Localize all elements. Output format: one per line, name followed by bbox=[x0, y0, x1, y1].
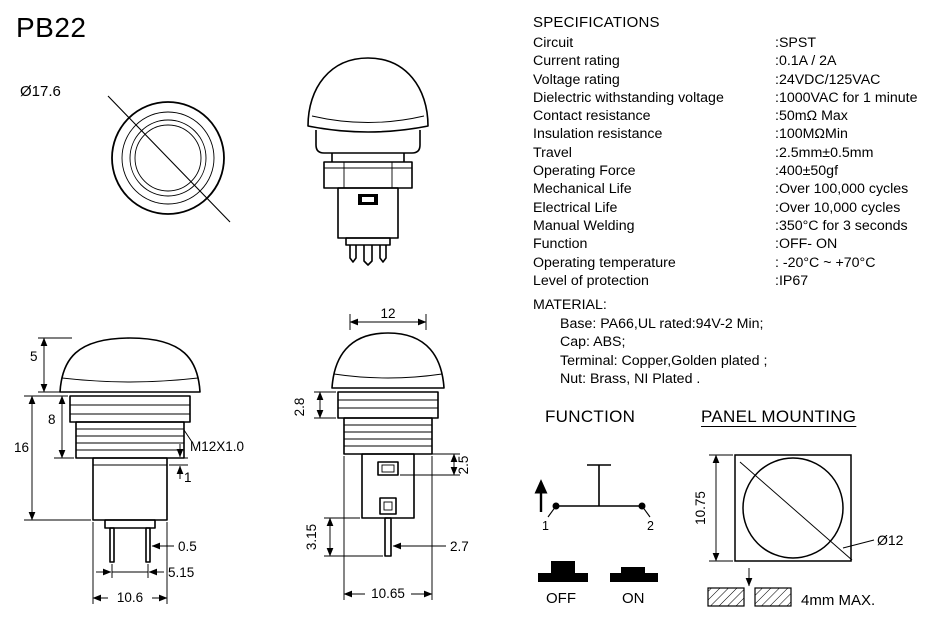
function-diagram: 1 2 OFF ON bbox=[534, 464, 658, 607]
dim-hole-diameter: Ø12 bbox=[877, 532, 904, 548]
dim-pin-length: 3.15 bbox=[304, 524, 319, 550]
spec-row-insulation-resistance: Insulation resistance:100MΩMin bbox=[533, 126, 848, 143]
panel-cutout bbox=[734, 454, 875, 562]
switch-outline bbox=[331, 332, 445, 557]
button-top-view-circles bbox=[107, 95, 231, 223]
terminal-2-label: 2 bbox=[647, 519, 654, 533]
panel-mounting-drawing: 10.75 Ø12 4mm MAX. bbox=[693, 454, 904, 609]
switch-schematic bbox=[534, 464, 651, 518]
dim-hole-height: 10.75 bbox=[693, 491, 708, 525]
dim-pin-pitch: 5.15 bbox=[168, 565, 194, 580]
spec-row-contact-resistance: Contact resistance:50mΩ Max bbox=[533, 108, 848, 125]
side-view-left-drawing: 5 8 16 M12X1.0 1 0.5 5.15 10.6 bbox=[14, 337, 244, 605]
dim-nut-height: 8 bbox=[48, 412, 56, 427]
thread-section bbox=[343, 417, 433, 455]
mounting-hole bbox=[742, 457, 844, 559]
dim-pin-offset: 2.7 bbox=[450, 539, 469, 554]
thread-section bbox=[75, 421, 185, 459]
material-section: MATERIAL: Base: PA66,UL rated:94V-2 Min;… bbox=[533, 296, 767, 389]
dim-top-width: 12 bbox=[380, 306, 395, 321]
spec-row-protection-level: Level of protection:IP67 bbox=[533, 272, 809, 289]
switch-outline bbox=[59, 337, 201, 563]
spec-row-circuit: Circuit:SPST bbox=[533, 35, 816, 51]
panel-mounting-heading: PANEL MOUNTING bbox=[701, 407, 857, 426]
dim-body-height: 16 bbox=[14, 440, 29, 455]
state-off-label: OFF bbox=[546, 590, 576, 607]
material-heading: MATERIAL: bbox=[533, 297, 607, 313]
dimension-lines bbox=[314, 314, 460, 600]
button-off-icon bbox=[538, 561, 588, 582]
spec-row-voltage-rating: Voltage rating:24VDC/125VAC bbox=[533, 71, 881, 88]
thread-label: M12X1.0 bbox=[190, 439, 244, 454]
dimension-lines bbox=[24, 337, 193, 604]
panel-cross-section bbox=[707, 587, 792, 607]
function-heading: FUNCTION bbox=[545, 407, 636, 426]
spec-row-electrical-life: Electrical Life:Over 10,000 cycles bbox=[533, 199, 901, 216]
terminal-pin bbox=[379, 245, 387, 263]
front-view-drawing bbox=[307, 57, 429, 266]
dim-top-diameter: Ø17.6 bbox=[20, 83, 61, 100]
specifications-section: SPECIFICATIONS Circuit:SPST Current rati… bbox=[533, 14, 941, 290]
spec-row-mechanical-life: Mechanical Life:Over 100,000 cycles bbox=[533, 181, 909, 198]
state-on-label: ON bbox=[622, 590, 645, 607]
terminal-pin bbox=[349, 245, 357, 263]
material-line-terminal: Terminal: Copper,Golden plated ; bbox=[560, 352, 768, 369]
top-view-drawing: Ø17.6 bbox=[20, 83, 231, 223]
terminal-pin bbox=[384, 517, 392, 557]
material-line-nut: Nut: Brass, NI Plated . bbox=[560, 371, 701, 387]
terminal-1-label: 1 bbox=[542, 519, 549, 533]
dim-step: 1 bbox=[184, 470, 192, 485]
dim-a: 2.8 bbox=[292, 398, 307, 417]
material-line-base: Base: PA66,UL rated:94V-2 Min; bbox=[560, 315, 764, 332]
material-line-cap: Cap: ABS; bbox=[560, 334, 626, 350]
dim-body-width: 10.6 bbox=[117, 590, 143, 605]
dim-cap-height: 5 bbox=[30, 349, 38, 364]
terminal-pin bbox=[109, 527, 115, 563]
dimension-lines bbox=[709, 454, 753, 587]
spec-row-operating-force: Operating Force:400±50gf bbox=[533, 163, 839, 180]
page-title: PB22 bbox=[16, 12, 87, 43]
terminal-pin bbox=[363, 245, 373, 266]
dim-b: 2.5 bbox=[456, 456, 471, 475]
spec-row-travel: Travel:2.5mm±0.5mm bbox=[533, 144, 874, 161]
spec-row-current-rating: Current rating:0.1A / 2A bbox=[533, 53, 837, 70]
spec-row-manual-welding: Manual Welding:350°C for 3 seconds bbox=[533, 217, 908, 234]
indicator-window bbox=[377, 461, 399, 476]
dim-pin-width: 0.5 bbox=[178, 539, 197, 554]
spec-row-dielectric: Dielectric withstanding voltage:1000VAC … bbox=[533, 89, 918, 106]
dim-body-width: 10.65 bbox=[371, 586, 405, 601]
button-front-outline bbox=[307, 57, 429, 266]
terminal-pin bbox=[145, 527, 151, 563]
side-view-middle-drawing: 12 2.8 2.5 3.15 2.7 10.65 bbox=[292, 306, 471, 601]
button-on-icon bbox=[610, 567, 658, 582]
specifications-heading: SPECIFICATIONS bbox=[533, 14, 660, 31]
panel-thickness-label: 4mm MAX. bbox=[801, 592, 875, 609]
spec-row-function: Function:OFF- ON bbox=[533, 236, 838, 253]
spec-row-operating-temperature: Operating temperature: -20°C ~ +70°C bbox=[533, 254, 876, 271]
